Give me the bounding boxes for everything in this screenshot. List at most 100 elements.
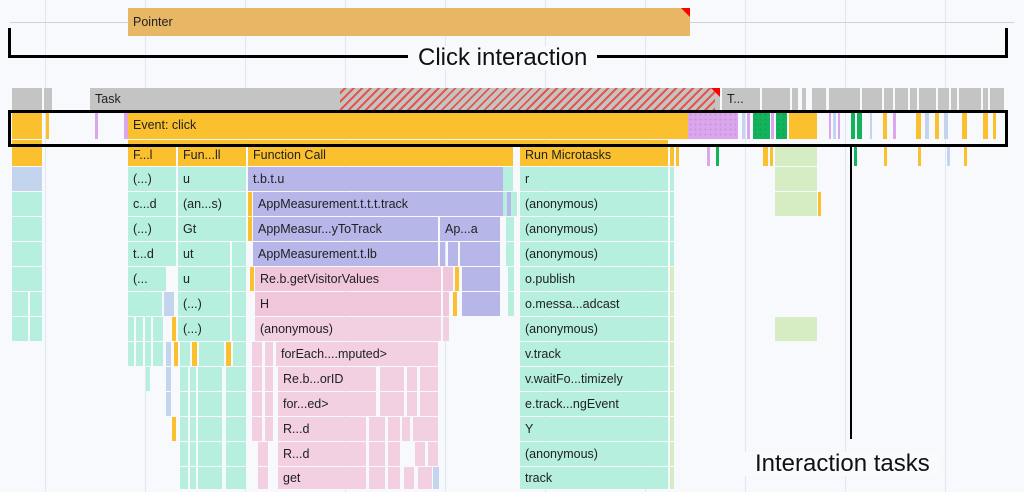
- stack-block[interactable]: [226, 467, 246, 489]
- stack-block[interactable]: [462, 267, 500, 291]
- stack-block[interactable]: [180, 467, 188, 489]
- stack-block[interactable]: [443, 292, 449, 316]
- event-row-tick[interactable]: [925, 112, 929, 139]
- stack-block[interactable]: Gt: [178, 217, 246, 241]
- stack-block[interactable]: [232, 317, 246, 341]
- event-row-tick[interactable]: [747, 112, 750, 139]
- stack-block[interactable]: [180, 367, 188, 391]
- stack-block[interactable]: (...): [178, 292, 230, 316]
- fn-row-tick[interactable]: [763, 144, 768, 166]
- event-row-tick[interactable]: [829, 112, 831, 139]
- task-block[interactable]: [829, 88, 860, 110]
- stack-block[interactable]: [670, 292, 674, 316]
- event-row-tick[interactable]: [771, 112, 774, 139]
- stack-block[interactable]: Ap...a: [440, 217, 500, 241]
- task-block[interactable]: [959, 88, 981, 110]
- stack-block[interactable]: [12, 192, 42, 216]
- stack-block[interactable]: [670, 242, 674, 266]
- stack-block[interactable]: [670, 217, 674, 241]
- stack-block[interactable]: [508, 267, 514, 291]
- stack-block[interactable]: AppMeasurement.t.t.t.track: [253, 192, 513, 216]
- stack-block[interactable]: c...d: [128, 192, 176, 216]
- event-row-yellow-block[interactable]: [789, 112, 817, 139]
- stack-block[interactable]: [443, 317, 449, 341]
- stack-block[interactable]: [232, 267, 246, 291]
- stack-block[interactable]: (anonymous): [520, 192, 668, 216]
- stack-block[interactable]: [166, 367, 171, 391]
- task-block[interactable]: [812, 88, 826, 110]
- stack-block[interactable]: (...: [128, 267, 166, 291]
- fn-row-tick[interactable]: [854, 144, 857, 166]
- stack-block[interactable]: [670, 317, 674, 341]
- stack-block[interactable]: [265, 392, 273, 416]
- run-microtasks[interactable]: Run Microtasks: [520, 144, 668, 166]
- stack-block[interactable]: [402, 417, 410, 441]
- stack-block[interactable]: (anonymous): [520, 317, 668, 341]
- stack-block[interactable]: Re.b...orID: [278, 367, 376, 391]
- event-row-violet-block[interactable]: [688, 112, 738, 139]
- event-row-tick[interactable]: [962, 112, 967, 139]
- stack-block[interactable]: o.publish: [520, 267, 668, 291]
- fn-row-lgreen[interactable]: [775, 144, 817, 166]
- stack-tick[interactable]: [174, 342, 178, 366]
- stack-block[interactable]: [199, 342, 224, 366]
- stack-tick[interactable]: [172, 417, 176, 441]
- event-row-tick[interactable]: [851, 112, 855, 139]
- stack-block[interactable]: AppMeasurement.t.lb: [253, 242, 438, 266]
- fn-row-tick[interactable]: [947, 144, 950, 166]
- stack-block[interactable]: AppMeasur...yToTrack: [253, 217, 438, 241]
- stack-block[interactable]: [153, 317, 163, 341]
- stack-block[interactable]: [506, 242, 514, 266]
- stack-block[interactable]: [153, 342, 163, 366]
- stack-block[interactable]: t.b.t.u: [248, 167, 513, 191]
- stack-block[interactable]: [128, 342, 134, 366]
- stack-block[interactable]: [670, 342, 674, 366]
- stack-block[interactable]: [136, 317, 143, 341]
- event-row-tick[interactable]: [893, 112, 896, 139]
- stack-block[interactable]: [404, 467, 414, 489]
- stack-block[interactable]: [420, 392, 438, 416]
- task-block[interactable]: [938, 88, 949, 110]
- event-click-pre[interactable]: [12, 112, 42, 139]
- event-row-tick[interactable]: [944, 112, 948, 139]
- sub-event-sliver[interactable]: [12, 140, 42, 145]
- stack-block[interactable]: [670, 467, 674, 489]
- stack-block[interactable]: [226, 417, 246, 441]
- task-block[interactable]: [990, 88, 1004, 110]
- stack-block[interactable]: [198, 442, 222, 466]
- stack-block[interactable]: [12, 292, 28, 316]
- stack-block[interactable]: [380, 367, 404, 391]
- stack-block[interactable]: [12, 217, 42, 241]
- stack-block[interactable]: [508, 292, 514, 316]
- stack-block[interactable]: [420, 367, 438, 391]
- stack-block[interactable]: R...d: [278, 442, 366, 466]
- stack-block[interactable]: [670, 392, 674, 416]
- stack-block[interactable]: [232, 292, 246, 316]
- stack-block[interactable]: [145, 317, 151, 341]
- stack-block[interactable]: for...ed>: [278, 392, 376, 416]
- stack-block[interactable]: [252, 342, 262, 366]
- stack-tick[interactable]: [453, 292, 457, 316]
- stack-block[interactable]: [232, 242, 246, 266]
- stack-block[interactable]: v.waitFo...timizely: [520, 367, 668, 391]
- event-row-tick[interactable]: [870, 112, 872, 139]
- stack-block[interactable]: R...d: [278, 417, 366, 441]
- stack-block[interactable]: (anonymous): [520, 442, 668, 466]
- event-row-violet-tick[interactable]: [124, 112, 128, 139]
- stack-block[interactable]: [775, 317, 817, 341]
- fn-row-tick[interactable]: [964, 144, 967, 166]
- fn-row-tick[interactable]: [716, 144, 719, 166]
- event-row-green-block[interactable]: [753, 112, 770, 139]
- stack-block[interactable]: [164, 292, 174, 316]
- fn-row-pre[interactable]: [12, 144, 42, 166]
- stack-block[interactable]: [12, 267, 42, 291]
- stack-block[interactable]: Re.b.getVisitorValues: [255, 267, 441, 291]
- stack-block[interactable]: [180, 442, 188, 466]
- stack-block[interactable]: [407, 367, 417, 391]
- stack-block[interactable]: [180, 417, 188, 441]
- task-block[interactable]: [884, 88, 893, 110]
- stack-block[interactable]: [265, 367, 273, 391]
- stack-block[interactable]: o.messa...adcast: [520, 292, 668, 316]
- stack-block[interactable]: [670, 367, 674, 391]
- event-row-tick[interactable]: [833, 112, 836, 139]
